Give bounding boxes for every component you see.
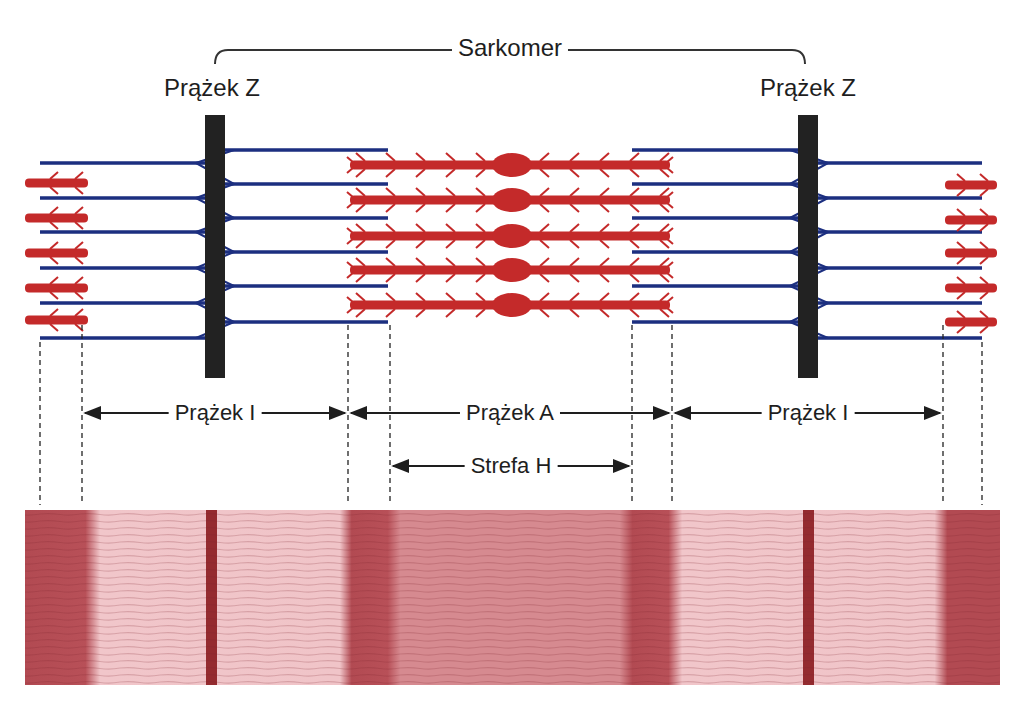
actin-filaments (40, 150, 982, 338)
micrograph-band (25, 510, 1000, 685)
myosin-filaments (25, 153, 997, 333)
band-label: Prążek I (762, 400, 855, 426)
band-label: Prążek Z (754, 74, 862, 103)
z-disc-links (196, 150, 828, 338)
z-disc (798, 115, 818, 378)
band-label: Prążek I (169, 400, 262, 426)
band-label: Strefa H (465, 453, 558, 479)
band-label: Prążek Z (158, 74, 266, 103)
structure-label: Sarkomer (452, 34, 568, 63)
band-label: Prążek A (460, 400, 560, 426)
guide-lines (40, 325, 982, 505)
z-disc (205, 115, 225, 378)
